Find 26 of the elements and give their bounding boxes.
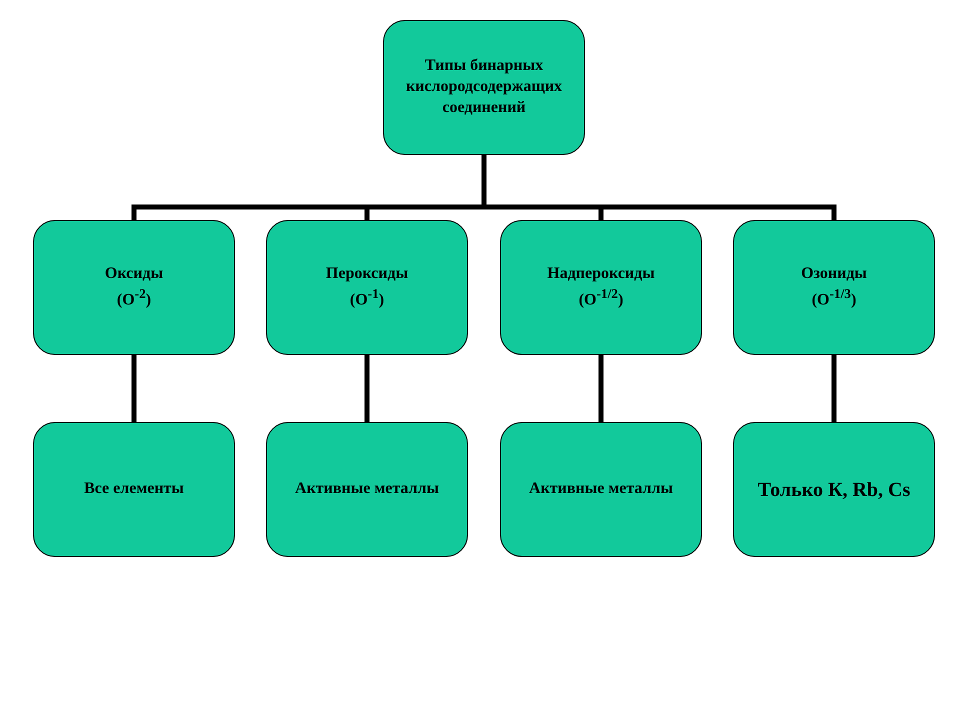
box-title: Пероксиды bbox=[326, 264, 408, 284]
box-title: Типы бинарных кислородсодержащих соединений bbox=[404, 56, 564, 118]
box-title: Надпероксиды bbox=[547, 264, 655, 284]
box-title: Активные металлы bbox=[529, 479, 673, 500]
process-box bbox=[733, 422, 935, 557]
oxidation-state: (O$^{-2}$) bbox=[116, 284, 152, 310]
process-box bbox=[733, 220, 935, 355]
process-box bbox=[33, 220, 235, 355]
box-title: Только К, Rb, Cs bbox=[758, 478, 910, 502]
connector-line bbox=[132, 355, 136, 422]
oxidation-state: (O$^{-1}$) bbox=[350, 284, 384, 310]
process-box bbox=[266, 422, 468, 557]
box-title: Все елементы bbox=[84, 479, 184, 500]
process-box bbox=[500, 422, 702, 557]
box-title: Оксиды bbox=[104, 264, 164, 284]
process-box bbox=[266, 220, 468, 355]
oxidation-state: (O$^{-1/3}$) bbox=[812, 284, 856, 310]
oxidation-state: (O$^{-1/2}$) bbox=[578, 284, 624, 310]
box-title: Озониды bbox=[801, 264, 867, 284]
connector-line bbox=[364, 355, 370, 422]
process-box bbox=[383, 20, 585, 155]
connector-line bbox=[832, 355, 836, 422]
box-title: Активные металлы bbox=[295, 479, 439, 500]
connector-line bbox=[598, 355, 604, 422]
process-box bbox=[500, 220, 702, 355]
process-box bbox=[33, 422, 235, 557]
